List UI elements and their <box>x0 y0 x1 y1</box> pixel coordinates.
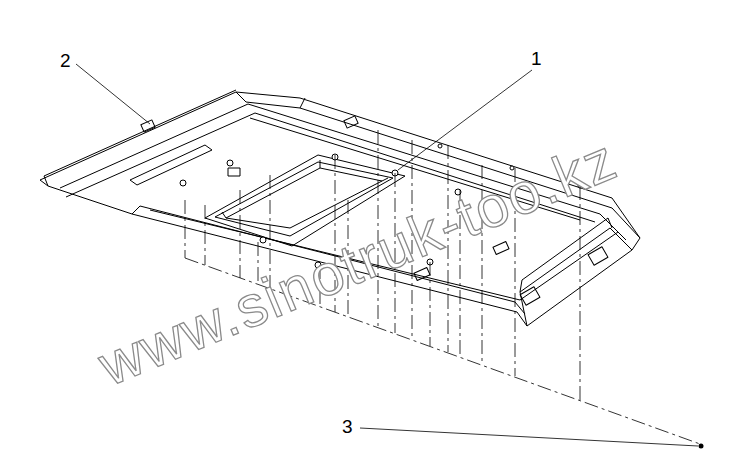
callout-number: 1 <box>529 48 544 69</box>
watermark: www.sinotruk-too.kz <box>91 129 625 394</box>
callout-number: 3 <box>340 416 355 437</box>
callout-number: 2 <box>58 50 73 71</box>
